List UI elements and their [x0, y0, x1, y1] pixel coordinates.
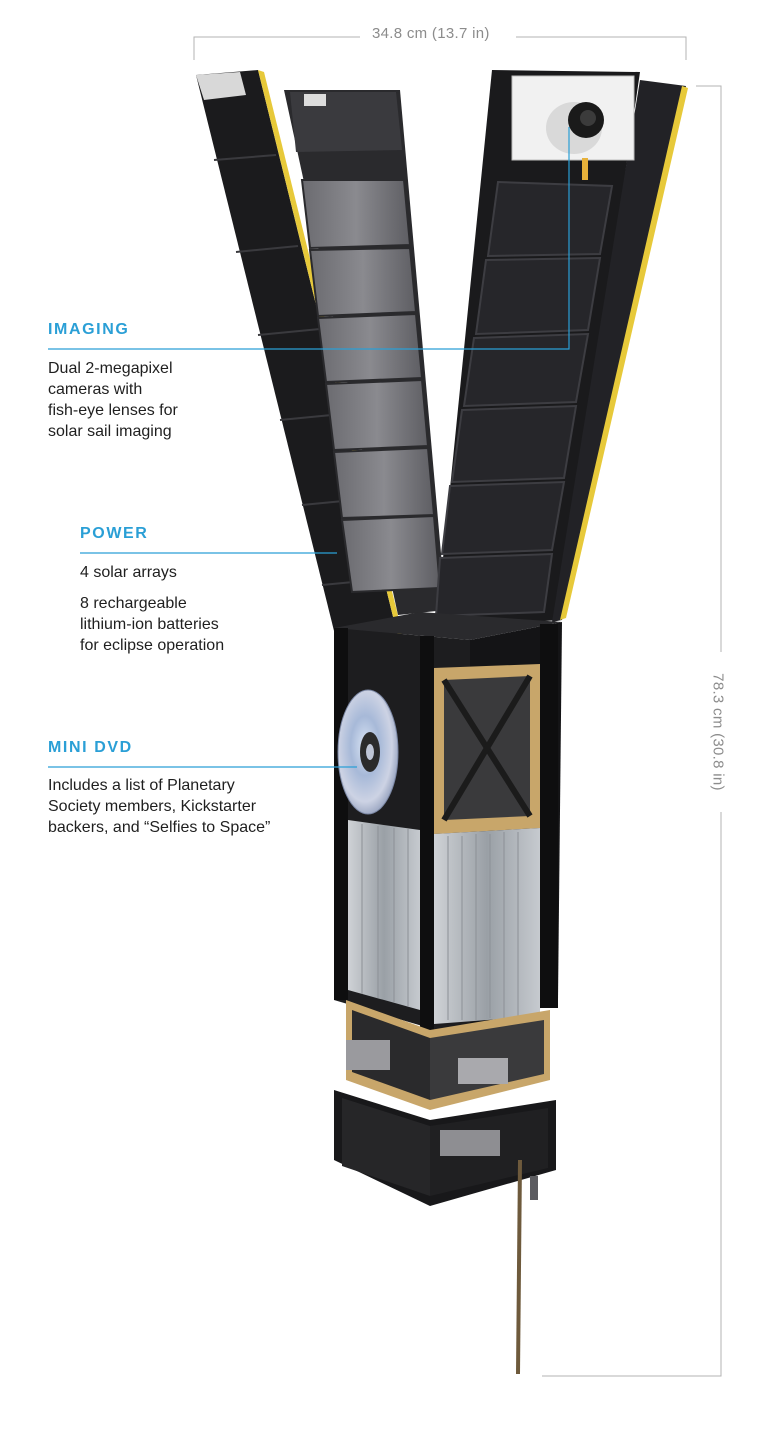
mini-dvd-disc: [337, 689, 399, 815]
imaging-leader-line: [48, 127, 570, 350]
power-description: 4 solar arrays: [80, 562, 270, 583]
imaging-line: solar sail imaging: [48, 423, 172, 440]
power-heading: POWER: [80, 525, 149, 542]
power-line: 4 solar arrays: [80, 564, 177, 581]
mini-dvd-heading: MINI DVD: [48, 739, 133, 756]
mini-dvd-callout: MINI DVD Includes a list of Planetary So…: [48, 739, 298, 838]
imaging-callout: IMAGING Dual 2-megapixel cameras with fi…: [48, 321, 218, 442]
imaging-heading: IMAGING: [48, 321, 130, 338]
power-battery-description: 8 rechargeable lithium-ion batteries for…: [80, 593, 270, 656]
width-dimension-line: [193, 36, 687, 60]
mini-dvd-line: Includes a list of Planetary: [48, 777, 235, 794]
power-line: lithium-ion batteries: [80, 616, 219, 633]
imaging-line: fish-eye lenses for: [48, 402, 178, 419]
mini-dvd-description: Includes a list of Planetary Society mem…: [48, 775, 298, 838]
height-dimension-line: [542, 85, 722, 1377]
spacecraft-bus: [334, 612, 562, 1040]
mini-dvd-line: Society members, Kickstarter: [48, 798, 257, 815]
width-dimension-label: 34.8 cm (13.7 in): [366, 25, 496, 42]
height-dimension-label: 78.3 cm (30.8 in): [709, 667, 727, 797]
solar-panel-left-inner: [284, 90, 446, 615]
tether-antenna: [516, 1159, 522, 1375]
deployment-mechanism: [334, 1000, 556, 1206]
leader-lines: [48, 127, 570, 768]
power-line: 8 rechargeable: [80, 595, 187, 612]
camera-module: [511, 75, 635, 180]
mini-dvd-line: backers, and “Selfies to Space”: [48, 819, 271, 836]
power-line: for eclipse operation: [80, 637, 225, 654]
imaging-line: cameras with: [48, 381, 143, 398]
imaging-line: Dual 2-megapixel: [48, 360, 173, 377]
tether-clip: [530, 1176, 538, 1200]
power-callout: POWER 4 solar arrays 8 rechargeable lith…: [80, 525, 270, 656]
imaging-description: Dual 2-megapixel cameras with fish-eye l…: [48, 358, 218, 442]
